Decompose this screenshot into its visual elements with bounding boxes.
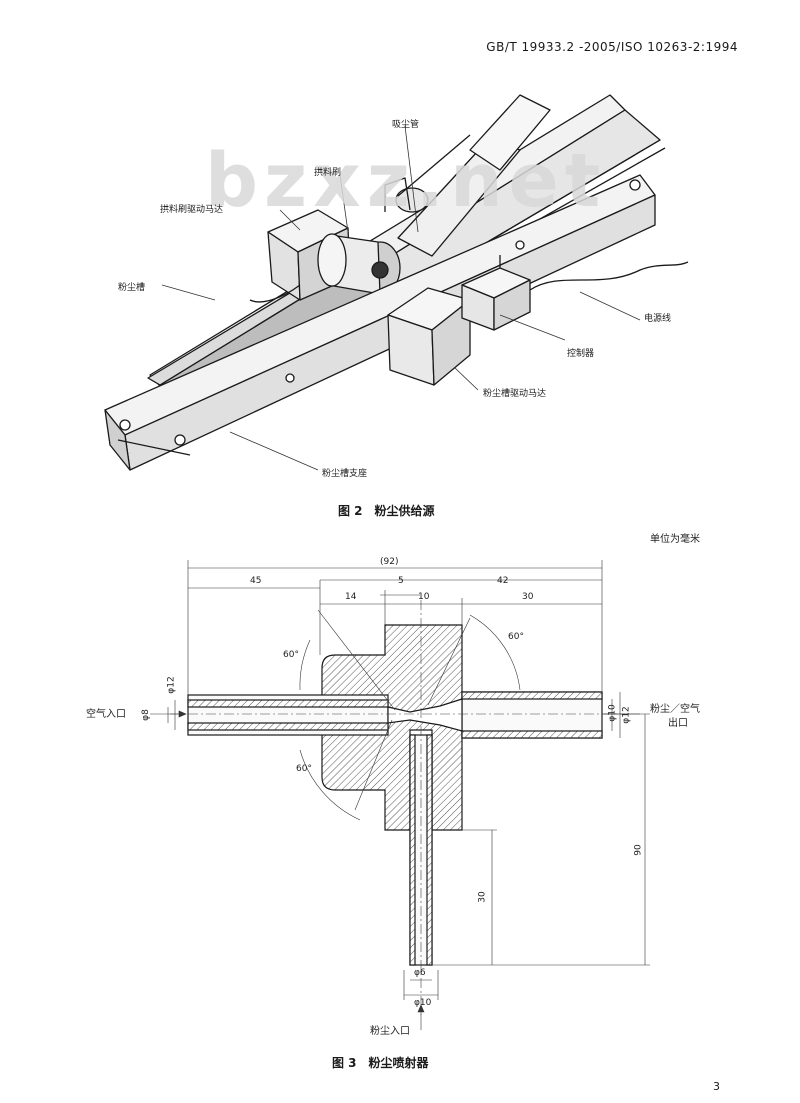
dim-phi10-right: φ10 bbox=[607, 704, 618, 722]
dim-45: 45 bbox=[250, 576, 262, 586]
label-outlet-line2: 出口 bbox=[668, 718, 688, 729]
dim-10: 10 bbox=[418, 592, 430, 602]
figure-2-caption: 图 2 粉尘供给源 bbox=[338, 504, 435, 518]
dim-30: 30 bbox=[522, 592, 534, 602]
unit-note: 单位为毫米 bbox=[650, 534, 700, 545]
page-number: 3 bbox=[713, 1080, 720, 1093]
label-trough-motor: 粉尘槽驱动马达 bbox=[483, 389, 547, 399]
label-dust-trough: 粉尘槽 bbox=[118, 283, 146, 293]
dim-42: 42 bbox=[497, 576, 509, 586]
label-air-inlet: 空气入口 bbox=[86, 709, 126, 720]
dim-angle-top-left: 60° bbox=[283, 650, 299, 660]
dim-phi6: φ6 bbox=[414, 968, 426, 978]
label-dust-inlet: 粉尘入口 bbox=[370, 1026, 410, 1037]
label-outlet-line1: 粉尘／空气 bbox=[650, 704, 700, 715]
dim-14: 14 bbox=[345, 592, 357, 602]
label-brush: 拱料刷 bbox=[314, 168, 342, 178]
label-base: 粉尘槽支座 bbox=[322, 469, 368, 479]
dim-overall: (92) bbox=[380, 557, 399, 567]
dim-angle-top-right: 60° bbox=[508, 632, 524, 642]
figure-3-caption: 图 3 粉尘喷射器 bbox=[332, 1056, 429, 1070]
label-controller: 控制器 bbox=[567, 349, 595, 359]
dim-30-vertical: 30 bbox=[477, 891, 488, 903]
dim-phi8-left: φ8 bbox=[140, 709, 151, 721]
dim-phi10-bottom: φ10 bbox=[414, 998, 432, 1008]
watermark: bzxz.net bbox=[205, 138, 607, 224]
label-suction-pipe: 吸尘管 bbox=[392, 120, 420, 130]
dim-angle-bottom-left: 60° bbox=[296, 764, 312, 774]
dim-5: 5 bbox=[398, 576, 404, 586]
label-brush-motor: 拱料刷驱动马达 bbox=[160, 205, 224, 215]
standard-number: GB/T 19933.2 -2005/ISO 10263-2:1994 bbox=[486, 40, 738, 54]
dim-phi12-left: φ12 bbox=[166, 676, 177, 694]
dim-phi12-right: φ12 bbox=[621, 706, 632, 724]
dim-90: 90 bbox=[633, 844, 644, 856]
label-power-line: 电源线 bbox=[644, 314, 672, 324]
